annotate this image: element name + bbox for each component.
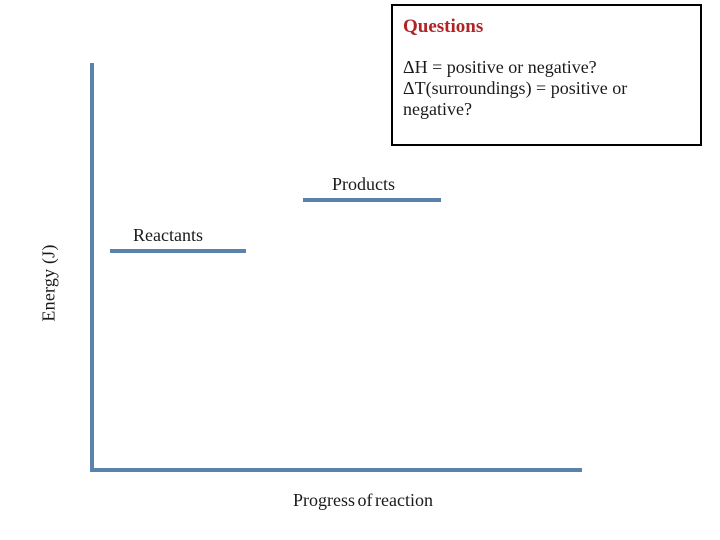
questions-body: ΔH = positive or negative? ΔT(surroundin…	[403, 57, 690, 120]
products-level-line	[303, 198, 441, 202]
questions-box: Questions ΔH = positive or negative? ΔT(…	[391, 4, 702, 146]
y-axis-label: Energy (J)	[38, 244, 59, 322]
question-line: ΔT(surroundings) = positive or	[403, 78, 628, 98]
reactants-label: Reactants	[133, 225, 203, 245]
reactants-level-line	[110, 249, 246, 253]
products-label: Products	[332, 174, 395, 194]
x-axis-line	[90, 468, 582, 472]
question-line: ΔH = positive or negative?	[403, 57, 597, 77]
x-axis-label: Progress of reaction	[293, 490, 433, 510]
questions-title: Questions	[403, 16, 484, 37]
question-line: negative?	[403, 99, 472, 119]
y-axis-line	[90, 63, 94, 472]
